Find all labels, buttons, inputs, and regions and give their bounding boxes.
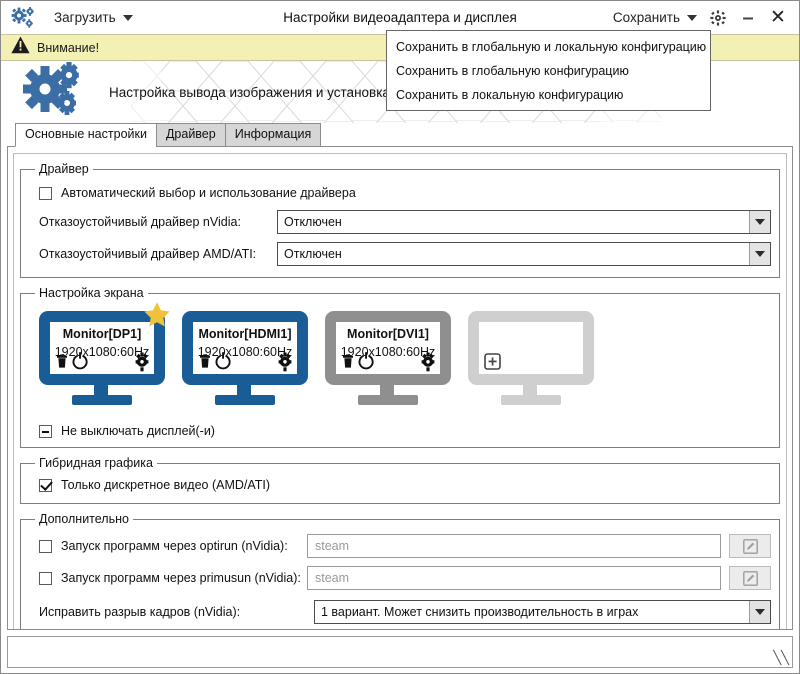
minimize-label: – — [742, 6, 754, 29]
amd-driver-label: Отказоустойчивый драйвер AMD/ATI: — [39, 247, 257, 261]
monitor-card[interactable]: Monitor[DP1] 1920x1080:60Hz — [37, 302, 170, 414]
nvidia-driver-value: Отключен — [284, 215, 342, 229]
close-button[interactable]: ✕ — [763, 4, 793, 32]
app-icon — [11, 6, 37, 29]
driver-group-legend: Драйвер — [39, 162, 89, 176]
warning-triangle-icon — [11, 36, 30, 59]
chevron-down-icon[interactable] — [749, 601, 770, 623]
tearfree-select[interactable]: 1 вариант. Может снизить производительно… — [314, 600, 771, 624]
primusun-row: Запуск программ через primusun (nVidia):… — [29, 562, 771, 594]
add-monitor-graphic[interactable] — [466, 309, 596, 409]
pencil-square-icon — [742, 570, 758, 586]
chevron-down-icon[interactable] — [749, 211, 770, 233]
nvidia-driver-label: Отказоустойчивый драйвер nVidia: — [39, 215, 241, 229]
auto-driver-label: Автоматический выбор и использование дра… — [61, 186, 356, 200]
optirun-row: Запуск программ через optirun (nVidia): … — [29, 530, 771, 562]
auto-driver-row[interactable]: Автоматический выбор и использование дра… — [29, 180, 771, 206]
save-dropdown-menu[interactable]: Сохранить в глобальную и локальную конфи… — [386, 30, 711, 111]
primusun-checkbox[interactable] — [39, 571, 52, 585]
discrete-video-checkbox[interactable] — [39, 478, 52, 492]
menu-item-save-global-local[interactable]: Сохранить в глобальную и локальную конфи… — [396, 40, 707, 54]
discrete-video-row[interactable]: Только дискретное видео (AMD/ATI) — [29, 474, 771, 496]
tab-driver[interactable]: Драйвер — [155, 123, 226, 147]
monitor-graphic[interactable] — [323, 309, 453, 409]
load-menu-button[interactable]: Загрузить — [49, 8, 138, 27]
resize-grip-icon[interactable]: ╲╲ — [773, 650, 789, 665]
monitor-list: Monitor[DP1] 1920x1080:60Hz — [29, 302, 771, 414]
amd-driver-row: Отказоустойчивый драйвер AMD/ATI: Отключ… — [29, 238, 771, 270]
tearfree-value: 1 вариант. Может снизить производительно… — [321, 605, 639, 619]
pencil-square-icon — [742, 538, 758, 554]
tearfree-label: Исправить разрыв кадров (nVidia): — [39, 605, 241, 619]
load-menu-label: Загрузить — [54, 10, 116, 25]
minimize-button[interactable]: – — [733, 4, 763, 32]
optirun-edit-button[interactable] — [729, 534, 771, 558]
save-menu-label: Сохранить — [612, 10, 680, 25]
monitor-mode: 1920x1080:60Hz — [54, 345, 150, 359]
add-monitor-card[interactable] — [466, 309, 596, 414]
primary-monitor-star-icon — [143, 301, 171, 333]
discrete-video-label: Только дискретное видео (AMD/ATI) — [61, 478, 271, 492]
monitor-graphic[interactable] — [180, 309, 310, 409]
banner-gears-logo-icon — [19, 61, 91, 123]
hybrid-graphics-group: Гибридная графика Только дискретное виде… — [20, 456, 780, 504]
status-bar: ╲╲ — [7, 636, 793, 668]
primusun-label: Запуск программ через primusun (nVidia): — [61, 571, 301, 585]
chevron-down-icon[interactable] — [749, 243, 770, 265]
monitor-card[interactable]: Monitor[DVI1] 1920x1080:60Hz — [323, 309, 453, 414]
screen-group-legend: Настройка экрана — [39, 286, 144, 300]
tearfree-row: Исправить разрыв кадров (nVidia): 1 вари… — [29, 594, 771, 627]
hybrid-graphics-legend: Гибридная графика — [39, 456, 153, 470]
plus-box-icon — [484, 353, 501, 370]
auto-driver-checkbox[interactable] — [39, 186, 52, 200]
monitor-name: Monitor[DVI1] — [347, 327, 429, 341]
monitor-mode: 1920x1080:60Hz — [340, 345, 436, 359]
title-bar-right: Сохранить – ✕ — [607, 4, 793, 32]
nvidia-driver-row: Отказоустойчивый драйвер nVidia: Отключе… — [29, 206, 771, 238]
save-menu-button[interactable]: Сохранить — [607, 8, 703, 27]
monitor-card[interactable]: Monitor[HDMI1] 1920x1080:60Hz — [180, 309, 310, 414]
content-inner: Драйвер Автоматический выбор и использов… — [13, 153, 787, 629]
no-blank-row[interactable]: Не выключать дисплей(-и) — [29, 414, 771, 440]
monitor-name: Monitor[DP1] — [62, 327, 142, 341]
driver-group: Драйвер Автоматический выбор и использов… — [20, 162, 780, 278]
extra-group: Дополнительно Запуск программ через opti… — [20, 512, 780, 629]
tab-content-panel: Драйвер Автоматический выбор и использов… — [7, 146, 793, 630]
chevron-down-icon — [687, 14, 697, 21]
optirun-label: Запуск программ через optirun (nVidia): — [61, 539, 288, 553]
nvidia-driver-select[interactable]: Отключен — [277, 210, 771, 234]
primusun-edit-button[interactable] — [729, 566, 771, 590]
monitor-mode: 1920x1080:60Hz — [197, 345, 293, 359]
optirun-input[interactable]: steam — [307, 534, 721, 558]
chevron-down-icon — [122, 14, 133, 21]
no-blank-label: Не выключать дисплей(-и) — [61, 424, 215, 438]
extra-group-legend: Дополнительно — [39, 512, 129, 526]
amd-driver-value: Отключен — [284, 247, 342, 261]
primusun-input[interactable]: steam — [307, 566, 721, 590]
close-icon: ✕ — [770, 7, 786, 28]
optirun-checkbox[interactable] — [39, 539, 52, 553]
tab-main-settings[interactable]: Основные настройки — [15, 123, 157, 147]
tab-strip: Основные настройки Драйвер Информация — [1, 123, 799, 147]
amd-driver-select[interactable]: Отключен — [277, 242, 771, 266]
settings-gear-button[interactable] — [703, 4, 733, 32]
screen-group: Настройка экрана — [20, 286, 780, 448]
menu-item-save-global[interactable]: Сохранить в глобальную конфигурацию — [396, 64, 629, 78]
monitor-graphic[interactable] — [37, 309, 167, 409]
monitor-name: Monitor[HDMI1] — [198, 327, 292, 341]
no-blank-checkbox[interactable] — [39, 424, 52, 438]
tab-information[interactable]: Информация — [224, 123, 322, 147]
warning-text: Внимание! — [37, 40, 100, 55]
menu-item-save-local[interactable]: Сохранить в локальную конфигурацию — [396, 88, 624, 102]
